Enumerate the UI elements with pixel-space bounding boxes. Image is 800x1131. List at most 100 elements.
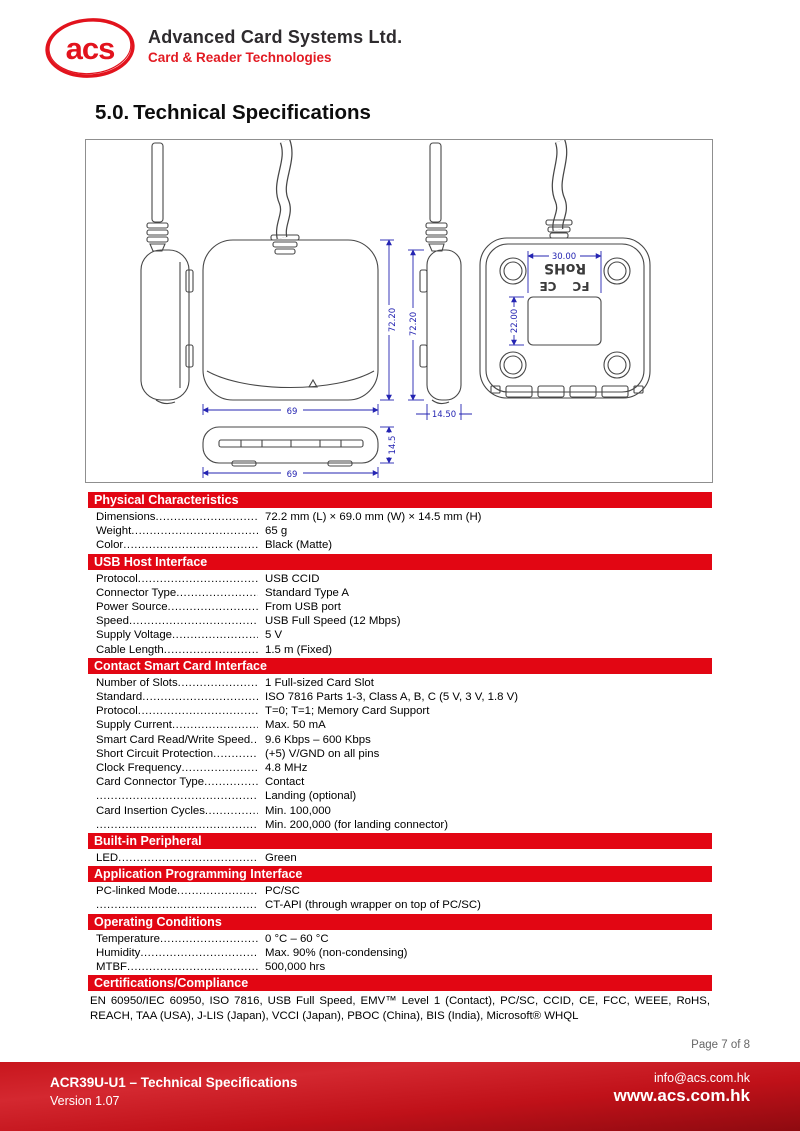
spec-row: PC-linked ModePC/SC <box>88 884 712 898</box>
dim-bottom-width: 69 <box>287 470 298 480</box>
spec-label-cell: Connector Type <box>96 586 258 600</box>
spec-label: Power Source <box>96 601 168 614</box>
spec-row: Power SourceFrom USB port <box>88 600 712 614</box>
front-view-dimensions <box>202 239 394 415</box>
fcc-mark: FC <box>572 279 589 293</box>
side-view-right <box>419 142 462 405</box>
dot-leader <box>129 614 258 628</box>
dot-leader <box>172 628 258 642</box>
spec-value: Landing (optional) <box>265 790 357 803</box>
spec-label-cell: Supply Current <box>96 718 258 732</box>
spec-row: Landing (optional) <box>88 789 712 803</box>
dot-leader <box>178 676 258 690</box>
dot-leader <box>138 704 258 718</box>
spec-label: Humidity <box>96 946 141 959</box>
spec-label: Color <box>96 539 124 552</box>
dot-leader <box>172 718 258 732</box>
spec-value: 500,000 hrs <box>265 961 326 974</box>
technical-drawing-box: 72.20 69 69 14.5 <box>85 139 713 483</box>
spec-label: Standard <box>96 691 143 704</box>
spec-label-cell: Protocol <box>96 704 258 718</box>
dot-leader <box>205 804 258 818</box>
spec-value: Min. 100,000 <box>265 804 331 817</box>
company-name: Advanced Card Systems Ltd. <box>148 27 403 47</box>
technical-drawing: 72.20 69 69 14.5 <box>140 139 651 480</box>
spec-label-cell: Short Circuit Protection <box>96 747 258 761</box>
footer-version: Version 1.07 <box>50 1094 120 1108</box>
spec-label-cell: Dimensions <box>96 510 258 524</box>
spec-row: Speed USB Full Speed (12 Mbps) <box>88 614 712 628</box>
spec-row: Humidity Max. 90% (non-condensing) <box>88 946 712 960</box>
page-title: 5.0.Technical Specifications <box>95 101 371 125</box>
dot-leader <box>131 524 258 538</box>
spec-label: Connector Type <box>96 586 177 599</box>
dot-leader <box>156 510 258 524</box>
spec-value: Max. 90% (non-condensing) <box>265 946 408 959</box>
spec-label: Speed <box>96 615 129 628</box>
footer-website: www.acs.com.hk <box>613 1086 750 1105</box>
dot-leader <box>142 690 258 704</box>
dim-front-height: 72.20 <box>388 308 398 332</box>
spec-label-cell: Temperature <box>96 932 258 946</box>
dot-leader <box>118 851 258 865</box>
spec-row: LEDGreen <box>88 851 712 865</box>
spec-value: 72.2 mm (L) × 69.0 mm (W) × 14.5 mm (H) <box>265 511 482 523</box>
spec-label: Short Circuit Protection <box>96 747 214 760</box>
footer-email: info@acs.com.hk <box>653 1071 750 1085</box>
spec-label-cell: PC-linked Mode <box>96 884 258 898</box>
brand-text: Advanced Card Systems Ltd. Card & Reader… <box>148 14 402 65</box>
spec-row: ColorBlack (Matte) <box>88 538 712 552</box>
dot-leader <box>204 775 258 789</box>
rohs-mark: RoHS <box>544 260 586 276</box>
spec-section-header: Operating Conditions <box>88 913 712 930</box>
spec-row: CT-API (through wrapper on top of PC/SC) <box>88 898 712 912</box>
spec-row: StandardISO 7816 Parts 1-3, Class A, B, … <box>88 690 712 704</box>
spec-section-header: Certifications/Compliance <box>88 975 712 992</box>
spec-label-cell: Color <box>96 538 258 552</box>
spec-value: Min. 200,000 (for landing connector) <box>265 818 448 831</box>
dim-back-label-height: 22.00 <box>510 309 520 333</box>
spec-label-cell: Weight <box>96 524 258 538</box>
spec-row: Weight65 g <box>88 524 712 538</box>
dim-front-width: 69 <box>287 407 298 417</box>
spec-row: Supply CurrentMax. 50 mA <box>88 718 712 732</box>
spec-row: MTBF 500,000 hrs <box>88 960 712 974</box>
spec-label-cell: LED <box>96 851 258 865</box>
back-view: RoHS CE FC <box>479 139 651 399</box>
spec-row: Smart Card Read/Write Speed9.6 Kbps – 60… <box>88 733 712 747</box>
spec-row: Dimensions 72.2 mm (L) × 69.0 mm (W) × 14… <box>88 510 712 524</box>
side-view-left <box>140 142 194 405</box>
spec-label: MTBF <box>96 961 128 974</box>
spec-label-cell: Card Connector Type <box>96 775 258 789</box>
spec-row: Number of Slots1 Full-sized Card Slot <box>88 676 712 690</box>
dim-side-height: 72.20 <box>409 312 419 336</box>
spec-value: 0 °C – 60 °C <box>265 932 329 945</box>
spec-value: USB Full Speed (12 Mbps) <box>265 615 401 628</box>
spec-row: Cable Length1.5 m (Fixed) <box>88 643 712 657</box>
spec-label: Temperature <box>96 932 160 945</box>
spec-label: Protocol <box>96 705 138 718</box>
spec-label-cell: Protocol <box>96 572 258 586</box>
spec-label: Card Insertion Cycles <box>96 804 205 817</box>
spec-value: USB CCID <box>265 572 320 585</box>
spec-label-cell: Smart Card Read/Write Speed <box>96 733 258 747</box>
dot-leader <box>96 789 258 803</box>
spec-section-header: Physical Characteristics <box>88 492 712 508</box>
spec-label-cell: Power Source <box>96 600 258 614</box>
acs-logo-icon: acs <box>45 18 135 78</box>
spec-row: Short Circuit Protection (+5) V/GND on a… <box>88 747 712 761</box>
ce-mark: CE <box>539 279 556 293</box>
spec-label-cell <box>96 789 258 803</box>
dot-leader <box>181 761 258 775</box>
spec-label-cell: Cable Length <box>96 643 258 657</box>
spec-value: 4.8 MHz <box>265 762 308 775</box>
section-title-text: Technical Specifications <box>133 101 371 124</box>
spec-value: T=0; T=1; Memory Card Support <box>265 705 430 718</box>
spec-section-header: Contact Smart Card Interface <box>88 657 712 674</box>
dot-leader <box>213 747 258 761</box>
company-tagline: Card & Reader Technologies <box>148 50 332 65</box>
spec-section-header: Application Programming Interface <box>88 866 712 883</box>
spec-row: Card Connector TypeContact <box>88 775 712 789</box>
spec-row: Protocol USB CCID <box>88 572 712 586</box>
spec-section-header: Built-in Peripheral <box>88 833 712 850</box>
